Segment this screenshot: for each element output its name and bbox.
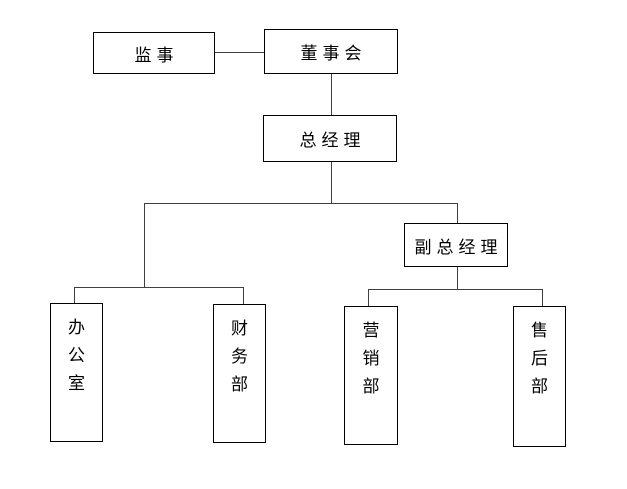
org-box-after-sales-dept-label: 售后部 bbox=[530, 321, 548, 397]
org-box-office: 办公室 bbox=[50, 303, 103, 442]
connector-left-branch-vertical bbox=[144, 203, 145, 288]
org-box-marketing-dept: 营销部 bbox=[344, 306, 398, 445]
connector-dgm-down bbox=[457, 266, 458, 289]
connector-tick-finance bbox=[243, 287, 244, 304]
connector-supervisor-board bbox=[215, 52, 264, 53]
connector-right-branch-horizontal bbox=[368, 289, 543, 290]
org-box-deputy-general-manager-label: 副总经理 bbox=[414, 237, 503, 258]
org-box-finance-dept-label: 财务部 bbox=[230, 319, 248, 395]
connector-tick-marketing bbox=[368, 289, 369, 306]
connector-tick-office bbox=[74, 287, 75, 303]
org-box-supervisor: 监事 bbox=[93, 32, 215, 74]
org-box-board-label: 董事会 bbox=[300, 44, 367, 64]
org-box-deputy-general-manager: 副总经理 bbox=[404, 223, 508, 267]
connector-board-gm bbox=[331, 74, 332, 115]
org-box-board: 董事会 bbox=[264, 29, 398, 74]
connector-gm-dgm bbox=[457, 203, 458, 223]
org-box-after-sales-dept: 售后部 bbox=[513, 306, 566, 447]
org-box-finance-dept: 财务部 bbox=[213, 304, 266, 443]
org-box-general-manager: 总经理 bbox=[263, 115, 397, 162]
org-box-marketing-dept-label: 营销部 bbox=[362, 321, 380, 397]
org-box-office-label: 办公室 bbox=[67, 318, 85, 394]
connector-gm-branch-horizontal bbox=[144, 203, 458, 204]
connector-left-branch-horizontal bbox=[74, 287, 244, 288]
org-box-supervisor-label: 监事 bbox=[134, 45, 179, 66]
connector-tick-aftersales bbox=[542, 289, 543, 306]
connector-gm-down bbox=[331, 161, 332, 203]
org-box-general-manager-label: 总经理 bbox=[299, 131, 366, 151]
